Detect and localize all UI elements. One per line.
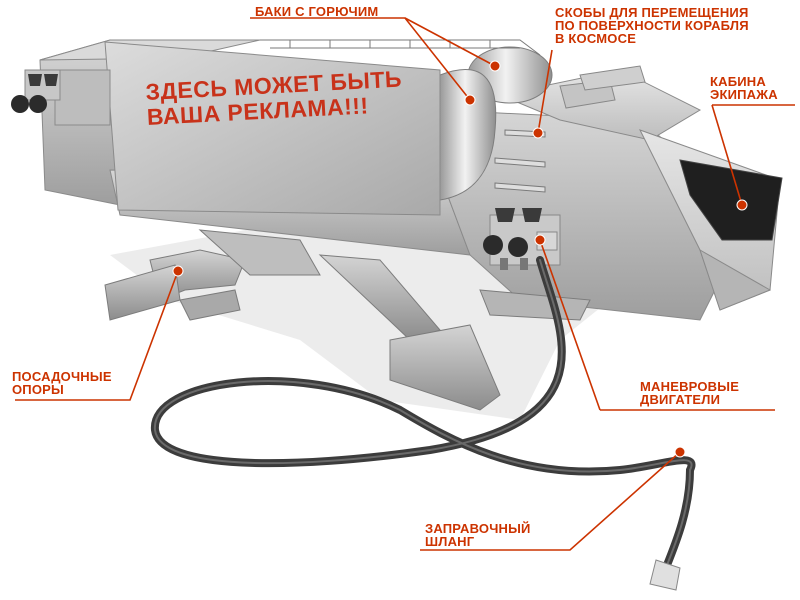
leader-markers bbox=[172, 60, 748, 458]
label-refuel-hose: ЗАПРАВОЧНЫЙ ШЛАНГ bbox=[425, 521, 531, 549]
label-hull-brackets: СКОБЫ ДЛЯ ПЕРЕМЕЩЕНИЯ ПО ПОВЕРХНОСТИ КОР… bbox=[555, 5, 749, 46]
maneuver-engine-cluster bbox=[483, 208, 561, 270]
top-railing bbox=[260, 39, 541, 56]
billboard-panel bbox=[104, 41, 441, 216]
leader-refuel-hose bbox=[420, 451, 681, 551]
label-maneuver-engines: МАНЕВРОВЫЕ ДВИГАТЕЛИ bbox=[640, 379, 740, 407]
leader-lines bbox=[15, 17, 795, 551]
leader-landing-legs bbox=[15, 270, 179, 401]
label-fuel-tanks: БАКИ С ГОРЮЧИМ bbox=[255, 4, 379, 19]
leader-hull-brackets bbox=[537, 49, 553, 134]
label-landing-legs: ПОСАДОЧНЫЕ ОПОРЫ bbox=[12, 369, 112, 397]
rear-thrusters bbox=[11, 69, 111, 126]
landing-legs bbox=[104, 229, 591, 411]
fuel-tank-main bbox=[439, 69, 497, 201]
cabin-window bbox=[679, 159, 783, 241]
label-crew-cabin: КАБИНА ЭКИПАЖА bbox=[710, 74, 778, 102]
hose-nozzle bbox=[649, 559, 681, 591]
